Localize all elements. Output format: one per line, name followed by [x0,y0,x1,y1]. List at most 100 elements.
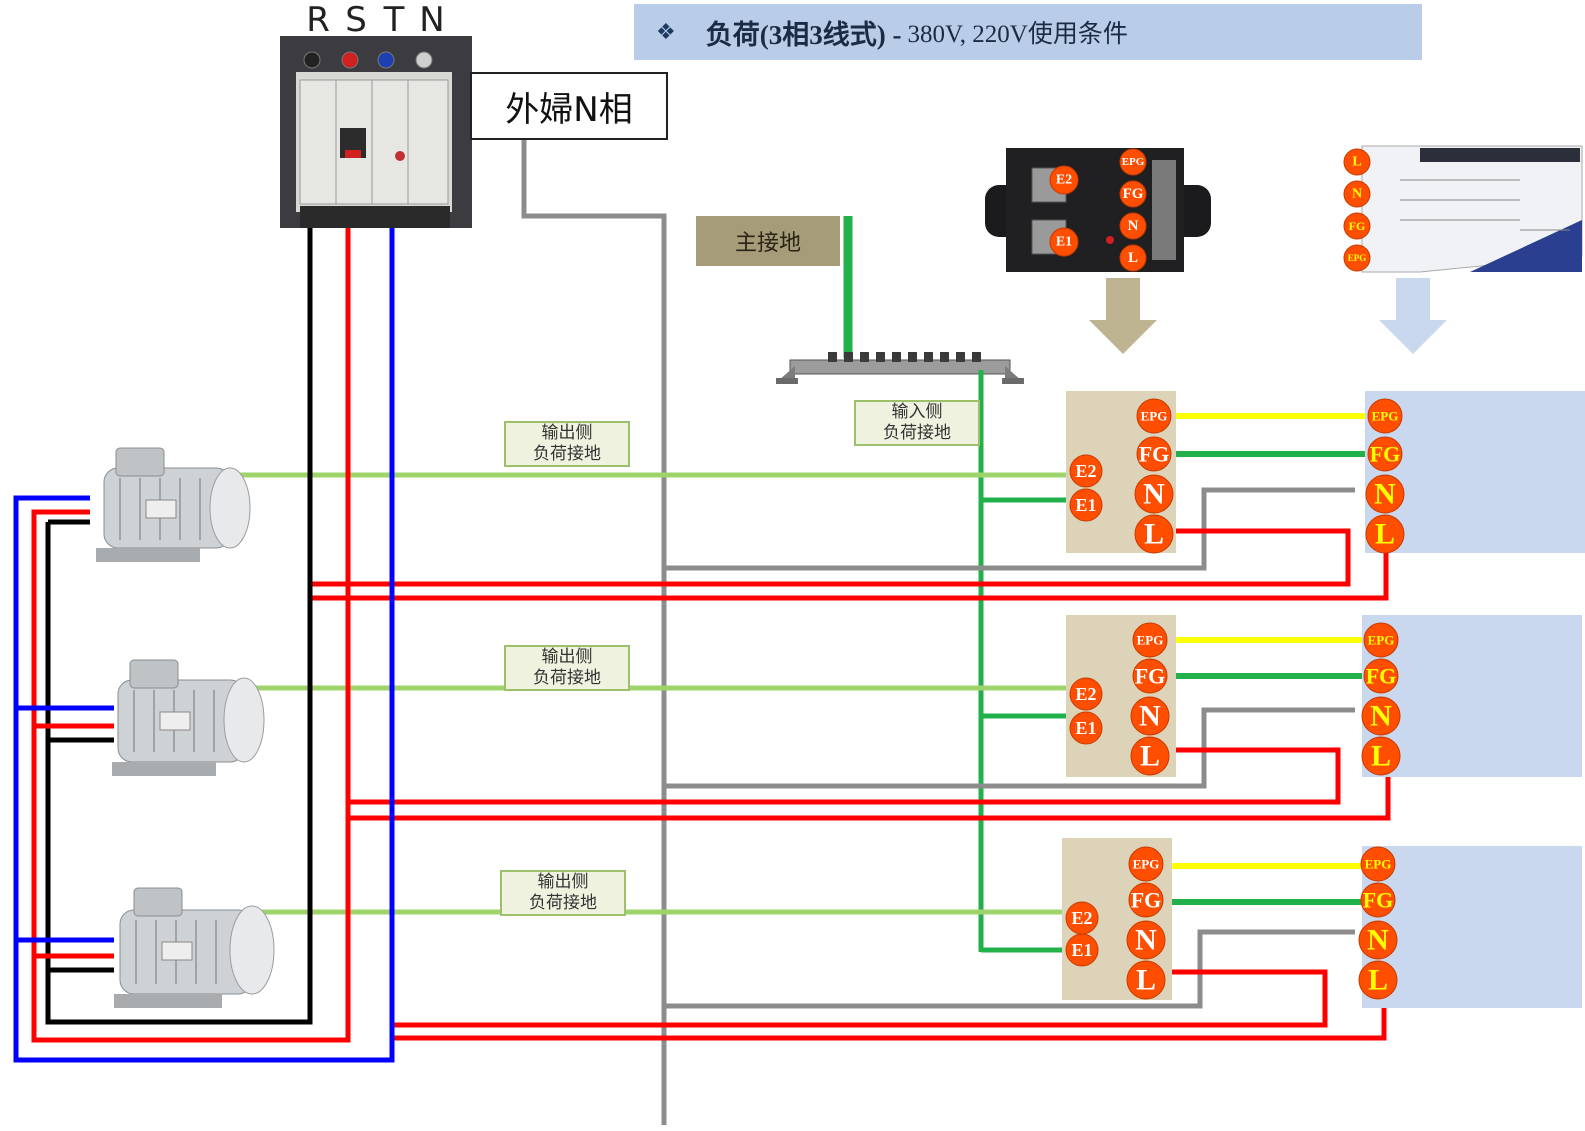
terminal-l-2-label: L [1140,740,1160,773]
output-ground-label-3: 输出侧 负荷接地 [500,870,626,916]
terminal-fg-1: FG [1136,436,1172,472]
cap-terminal-l-2: L [1361,736,1401,776]
capacitor-block-3 [1362,846,1582,1008]
cap-terminal-fg-3: FG [1360,882,1396,918]
terminal-e2-3-label: E2 [1071,908,1092,928]
neutral-trunk [521,136,667,1125]
device-n: N [1119,212,1147,240]
cap-terminal-fg-2-label: FG [1366,664,1397,689]
terminal-fg-3: FG [1128,882,1164,918]
terminal-e1-3-label: E1 [1071,940,1092,960]
terminal-e2-1-label: E2 [1075,461,1096,481]
feeder-red [31,228,351,1043]
terminal-n-3-label: N [1135,924,1157,957]
terminal-n-3: N [1126,920,1166,960]
terminal-n-1: N [1134,474,1174,514]
phase-r-label: R [306,0,332,40]
arrow-down-icon [1379,278,1447,354]
module-n-label: N [1352,187,1362,202]
feeder-blue [13,228,395,1063]
terminal-e1-2-label: E1 [1075,718,1096,738]
terminal-l-1-label: L [1144,518,1164,551]
device-e1: E1 [1049,227,1079,257]
module-l-label: L [1352,155,1361,170]
output-ground-line-2: 负荷接地 [529,893,597,913]
device-e2-label: E2 [1056,173,1072,188]
device-n-label: N [1128,218,1139,234]
input-ground-label: 输入侧 负荷接地 [854,400,980,446]
terminal-e2-3: E2 [1065,901,1099,935]
output-ground-label-2: 输出侧 负荷接地 [504,645,630,691]
main-ground-label: 主接地 [696,216,840,266]
terminal-e1-2: E1 [1069,711,1103,745]
cap-terminal-fg-3-label: FG [1363,888,1394,913]
fg-lines [1171,451,1370,905]
device-e1-label: E1 [1056,235,1072,250]
capacitor-module-icon [1361,145,1583,273]
cap-terminal-epg-2: EPG [1363,622,1399,658]
cap-terminal-n-3: N [1358,920,1398,960]
terminal-l-1: L [1134,514,1174,554]
terminal-e1-1-label: E1 [1075,495,1096,515]
terminal-e1-1: E1 [1069,488,1103,522]
cap-terminal-fg-2: FG [1363,658,1399,694]
terminal-epg-3: EPG [1128,846,1164,882]
output-ground-line-1: 输出侧 [541,647,593,667]
cap-terminal-n-2: N [1361,696,1401,736]
terminal-e1-3: E1 [1065,933,1099,967]
device-e2: E2 [1049,165,1079,195]
output-ground-label-1: 输出侧 负荷接地 [504,421,630,467]
terminal-n-2-label: N [1139,700,1161,733]
terminal-fg-3-label: FG [1131,888,1162,913]
feeder-black [45,228,313,1025]
cap-terminal-l-1: L [1365,514,1405,554]
terminal-e2-1: E2 [1069,454,1103,488]
terminal-l-2: L [1130,736,1170,776]
output-ground-line-1: 输出侧 [537,872,589,892]
phase-s-label: S [345,0,369,40]
device-epg: EPG [1119,148,1147,176]
cap-terminal-epg-1: EPG [1367,398,1403,434]
output-ground-line-1: 输出侧 [541,423,593,443]
cap-terminal-l-1-label: L [1375,518,1395,551]
device-l: L [1119,244,1147,272]
device-epg-label: EPG [1122,156,1145,168]
epg-lines [1171,413,1370,869]
device-l-label: L [1128,250,1138,266]
output-ground-line-2: 负荷接地 [533,668,601,688]
terminal-fg-2: FG [1132,658,1168,694]
terminal-n-2: N [1130,696,1170,736]
title-bold: 负荷(3相3线式) - [705,19,902,50]
input-ground-line-1: 输入侧 [891,402,943,422]
terminal-fg-1-label: FG [1139,442,1170,467]
motor-3-icon [114,887,275,1008]
ground-busbar [776,352,1024,384]
terminal-e2-2: E2 [1069,677,1103,711]
phase-n-label: N [419,0,447,40]
module-n: N [1343,180,1371,208]
terminal-n-1-label: N [1143,478,1165,511]
bullet-icon: ❖ [656,19,676,45]
output-ground-line-2: 负荷接地 [533,444,601,464]
terminal-epg-3-label: EPG [1133,857,1160,872]
cap-terminal-epg-3-label: EPG [1365,857,1392,872]
cap-terminal-l-2-label: L [1371,740,1391,773]
arrow-down-icon [1089,278,1157,354]
circuit-breaker-icon [280,36,472,228]
motor-ground-lines [212,472,1066,915]
terminal-l-3-label: L [1136,964,1156,997]
title-normal: 380V, 220V使用条件 [907,21,1128,48]
motor-1-icon [96,447,251,562]
module-l: L [1343,148,1371,176]
cap-terminal-fg-1-label: FG [1370,442,1401,467]
module-fg-label: FG [1349,219,1366,233]
device-fg-label: FG [1123,186,1144,202]
terminal-epg-2-label: EPG [1137,633,1164,648]
module-epg: EPG [1343,244,1371,272]
terminal-circles: EPGFGNLEPGFGNLEPGFGNLE2E1E2E1E2E1EPGFGNL… [1049,148,1405,1000]
terminal-e2-2-label: E2 [1075,684,1096,704]
cap-terminal-l-3-label: L [1368,964,1388,997]
terminal-epg-2: EPG [1132,622,1168,658]
